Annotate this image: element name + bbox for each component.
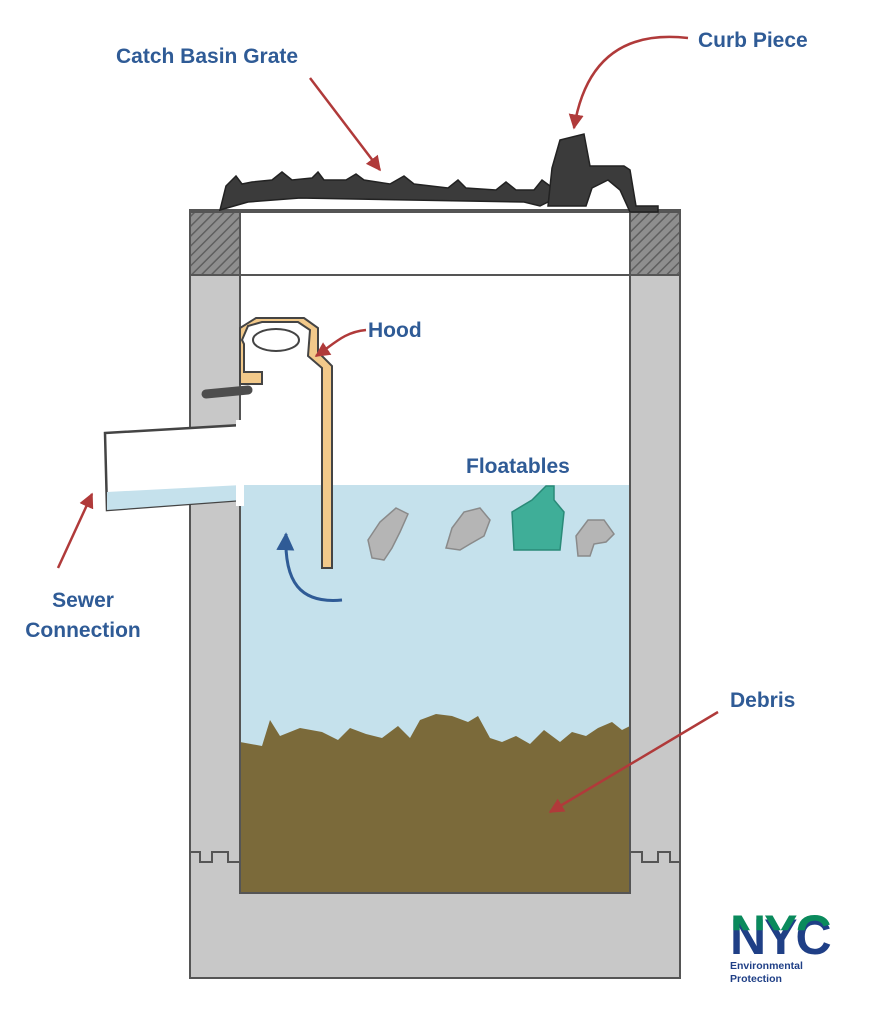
curb-piece <box>547 133 659 213</box>
sewer-pipe-water <box>107 485 242 510</box>
pipe-wall-mask <box>236 420 244 506</box>
floatable-debris-1 <box>367 507 409 561</box>
label-catch-basin-grate: Catch Basin Grate <box>116 45 299 68</box>
hood-callout-arrow <box>314 328 367 358</box>
label-sewer-line2: Connection <box>25 619 141 642</box>
floatable-debris-3 <box>575 519 615 557</box>
hood-bracket <box>201 385 253 399</box>
frame-block-right <box>629 211 681 276</box>
label-debris: Debris <box>730 689 796 712</box>
catch-basin-grate <box>218 170 562 212</box>
frame-block-left <box>189 211 241 276</box>
debris-callout-arrow <box>548 710 719 814</box>
label-curb-piece: Curb Piece <box>698 29 808 52</box>
basin-interior-outline <box>239 274 631 894</box>
sewer-callout-arrow <box>56 492 94 569</box>
logo-text-line1: Environmental <box>730 960 803 972</box>
debris-sediment <box>240 714 630 893</box>
label-sewer-line1: Sewer <box>52 589 114 612</box>
label-floatables: Floatables <box>466 455 570 478</box>
bottom-notch-right <box>630 851 680 863</box>
nyc-wordmark-shadow: NYC <box>730 910 830 960</box>
nyc-wordmark: NYC NYC <box>730 910 832 960</box>
floatable-debris-2 <box>445 507 491 551</box>
grate-callout-arrow <box>309 77 381 172</box>
hood-opening <box>252 328 300 352</box>
logo-text-line2: Protection <box>730 973 782 985</box>
bottom-notch-left <box>190 851 240 863</box>
curb-callout-arrow <box>568 35 689 130</box>
nyc-dep-logo: NYC NYC Environmental Protection <box>730 910 870 986</box>
label-sewer-connection: Sewer Connection <box>8 586 158 646</box>
label-hood: Hood <box>368 319 422 342</box>
grate-frame-band <box>239 211 631 276</box>
flow-arrow <box>276 532 343 602</box>
floatable-bottle <box>511 485 565 551</box>
